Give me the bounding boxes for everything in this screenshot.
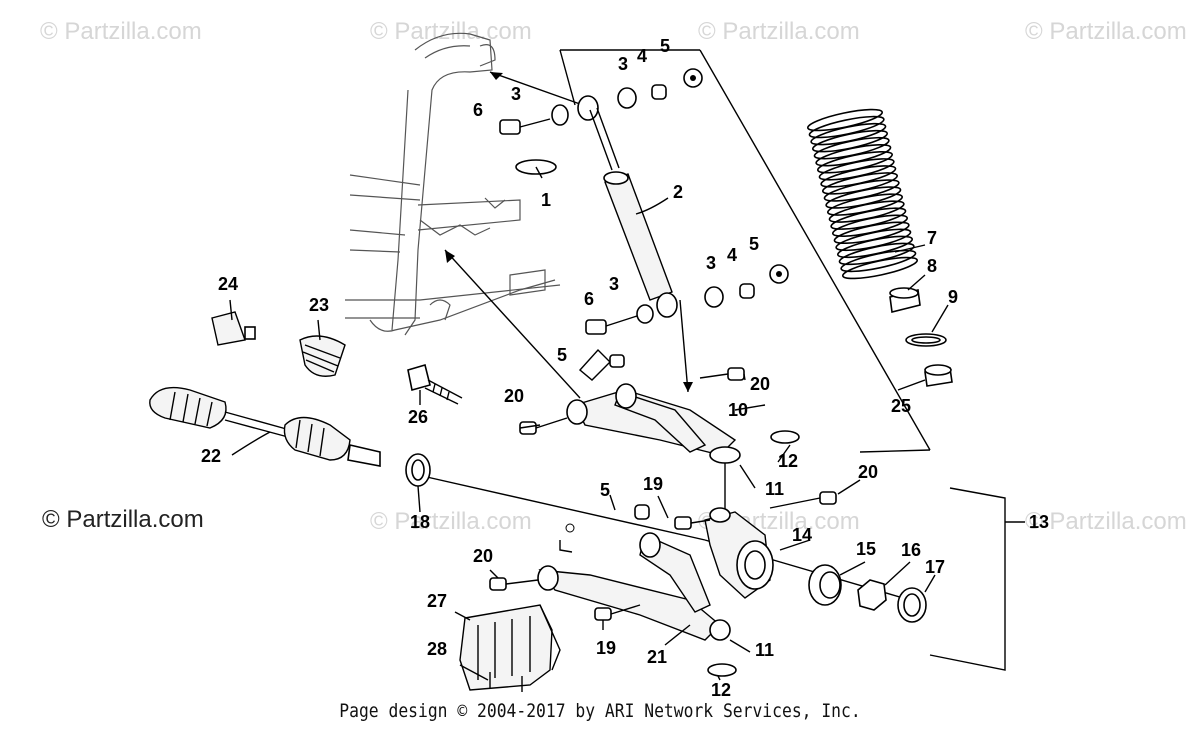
callout-27: 27: [427, 591, 447, 611]
callout-11b: 11: [755, 640, 774, 660]
coil-spring: [807, 108, 918, 280]
callout-4: 4: [637, 46, 647, 66]
callout-13: 13: [1029, 512, 1049, 532]
bracket-13: [929, 487, 1025, 671]
callout-3b: 3: [511, 84, 521, 104]
callout-6b: 6: [584, 289, 594, 309]
watermark: © Partzilla.com: [1025, 508, 1187, 535]
callout-2: 2: [673, 182, 683, 202]
steering-knuckle: [674, 491, 837, 599]
skid-plate: [459, 604, 561, 692]
watermark: © Partzilla.com: [1025, 18, 1187, 45]
cv-boots: [211, 311, 346, 377]
callout-8: 8: [927, 256, 937, 276]
callout-15: 15: [856, 539, 876, 559]
callout-17: 17: [925, 557, 945, 577]
callout-11: 11: [765, 479, 784, 499]
callout-20: 20: [504, 386, 524, 406]
callout-1: 1: [541, 190, 551, 210]
partzilla-watermark: © Partzilla.com: [42, 506, 204, 533]
callout-9: 9: [948, 287, 958, 307]
seal-ring-inner: [411, 459, 425, 481]
callout-10: 10: [728, 400, 748, 420]
chassis-frame: [345, 32, 561, 336]
callout-4b: 4: [727, 245, 737, 265]
callout-21: 21: [647, 647, 667, 667]
upper-mount-hardware: [499, 68, 703, 175]
callout-leaders: [229, 166, 949, 681]
callout-26: 26: [408, 407, 428, 427]
callout-3c: 3: [706, 253, 716, 273]
callout-16: 16: [901, 540, 921, 560]
callout-3d: 3: [609, 274, 619, 294]
callout-18: 18: [410, 512, 430, 532]
hub-parts: [559, 504, 927, 623]
spring-coil: [842, 256, 918, 280]
callout-22: 22: [201, 446, 221, 466]
shock-absorber: [589, 107, 678, 318]
callout-6: 6: [473, 100, 483, 120]
callout-5c: 5: [557, 345, 567, 365]
callout-12b: 12: [711, 680, 731, 700]
watermark: © Partzilla.com: [370, 508, 532, 535]
lower-mount-hardware: [585, 264, 789, 335]
callout-labels: 1 2 3 4 5 3 6 3 4 5 6 3 5 7 8 9 25 24 23…: [201, 36, 1049, 700]
callout-12: 12: [778, 451, 798, 471]
callout-20b: 20: [750, 374, 770, 394]
callout-25: 25: [891, 396, 911, 416]
callout-14: 14: [792, 525, 812, 545]
stud: [407, 363, 463, 405]
callout-3: 3: [618, 54, 628, 74]
callout-20d: 20: [473, 546, 493, 566]
watermark: © Partzilla.com: [698, 18, 860, 45]
watermark: © Partzilla.com: [370, 18, 532, 45]
drive-axle: [149, 386, 381, 467]
clip-lower: [707, 663, 737, 677]
callout-20c: 20: [858, 462, 878, 482]
spring-seat-parts: [889, 287, 953, 387]
spring-coil: [840, 249, 917, 273]
watermark: © Partzilla.com: [40, 18, 202, 45]
clip-upper: [770, 430, 800, 444]
callout-5b: 5: [749, 234, 759, 254]
callout-23: 23: [309, 295, 329, 315]
callout-7: 7: [927, 228, 937, 248]
callout-5d: 5: [600, 480, 610, 500]
upper-a-arm: [519, 348, 745, 464]
callout-19: 19: [643, 474, 663, 494]
page-footer: Page design © 2004-2017 by ARI Network S…: [339, 700, 861, 722]
callout-24: 24: [218, 274, 238, 294]
callout-28: 28: [427, 639, 447, 659]
callout-19b: 19: [596, 638, 616, 658]
lower-a-arm: [489, 532, 731, 641]
callout-5: 5: [660, 36, 670, 56]
